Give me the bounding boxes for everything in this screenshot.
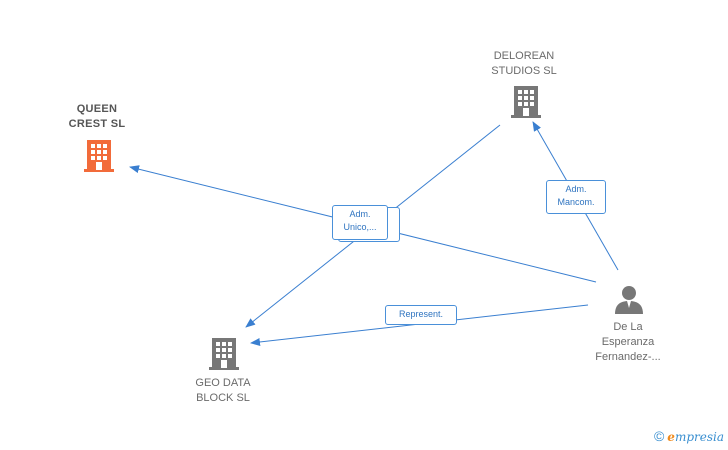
building-icon[interactable]: [208, 336, 240, 370]
edge-label-represent: Represent.: [385, 305, 457, 325]
building-icon[interactable]: [510, 84, 542, 118]
copyright-brand: ©empresia: [654, 428, 724, 444]
person-icon[interactable]: [613, 284, 645, 316]
node-label-delorean: DELOREAN STUDIOS SL: [491, 50, 557, 77]
edge-label-adm-mancom: Adm. Mancom.: [546, 180, 606, 214]
copyright-icon: ©: [653, 428, 665, 444]
node-label-queen-crest: QUEEN CREST SL: [68, 103, 126, 130]
node-label-geo-data: GEO DATA BLOCK SL: [195, 377, 251, 404]
node-label-person: De La Esperanza Fernandez-...: [595, 321, 661, 363]
building-icon[interactable]: [83, 138, 115, 172]
brand-name: mpresia: [674, 430, 724, 444]
edge-label-adm-unico: Adm. Unico,...: [332, 205, 388, 240]
brand-e: e: [667, 430, 675, 444]
